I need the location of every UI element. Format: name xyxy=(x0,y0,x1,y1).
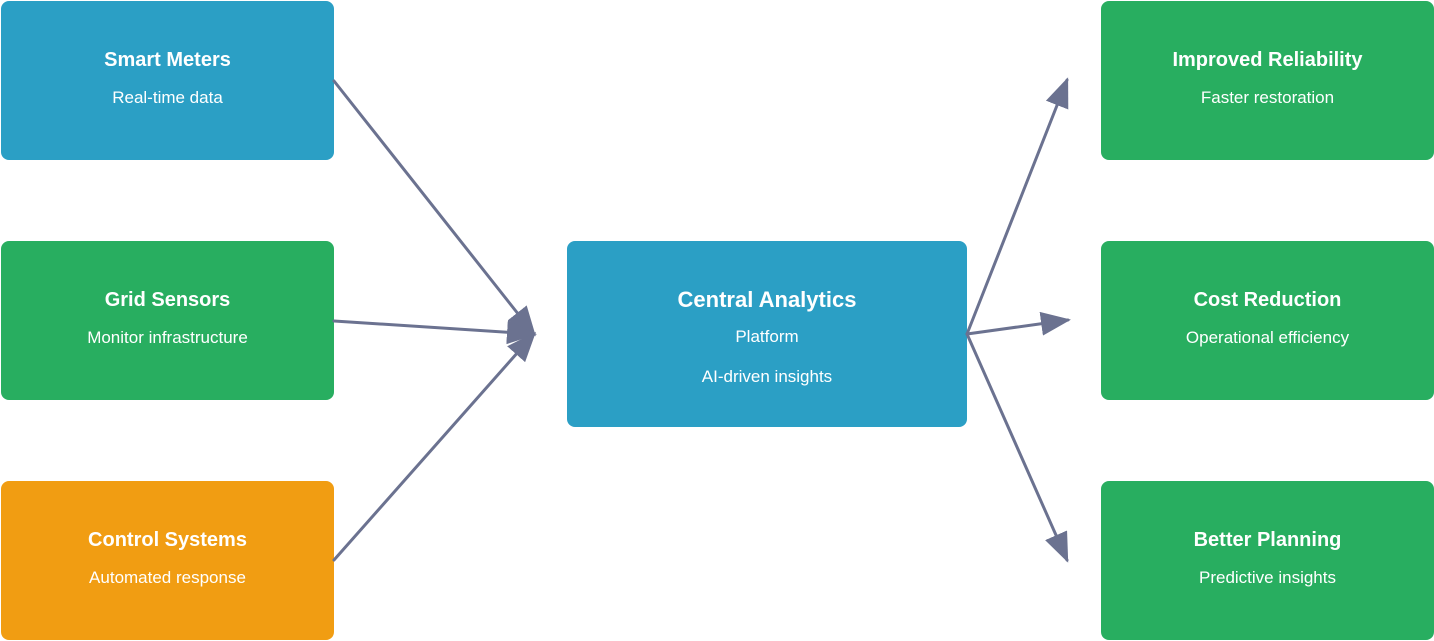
node-subtitle: Monitor infrastructure xyxy=(87,328,248,347)
node-subtitle: Real-time data xyxy=(112,88,223,107)
node-improved-reliability: Improved Reliability Faster restoration xyxy=(1101,1,1434,160)
node-central-analytics: Central Analytics Platform AI-driven ins… xyxy=(567,241,967,427)
arrow-smart-meters-to-central xyxy=(332,79,536,337)
arrow-control-systems-to-central xyxy=(332,331,536,562)
node-description: AI-driven insights xyxy=(701,367,833,386)
node-title: Control Systems xyxy=(88,529,247,551)
arrow-grid-sensors-to-central xyxy=(332,319,537,345)
node-title: Central Analytics xyxy=(677,287,857,312)
node-subtitle: Predictive insights xyxy=(1198,568,1336,587)
arrow-central-to-cost xyxy=(965,311,1071,336)
node-subtitle: Faster restoration xyxy=(1200,88,1335,107)
node-title: Better Planning xyxy=(1193,529,1342,551)
node-title: Cost Reduction xyxy=(1193,289,1342,311)
arrow-central-to-reliability xyxy=(965,77,1069,336)
node-subtitle: Automated response xyxy=(89,568,246,587)
arrow-central-to-planning xyxy=(965,332,1069,563)
node-title: Smart Meters xyxy=(104,49,231,71)
node-subtitle: Operational efficiency xyxy=(1185,328,1350,347)
node-cost-reduction: Cost Reduction Operational efficiency xyxy=(1101,241,1434,400)
node-subtitle: Platform xyxy=(735,327,799,346)
node-control-systems: Control Systems Automated response xyxy=(1,481,334,640)
node-better-planning: Better Planning Predictive insights xyxy=(1101,481,1434,640)
node-grid-sensors: Grid Sensors Monitor infrastructure xyxy=(1,241,334,400)
node-title: Improved Reliability xyxy=(1172,49,1363,71)
node-smart-meters: Smart Meters Real-time data xyxy=(1,1,334,160)
node-title: Grid Sensors xyxy=(104,289,231,311)
